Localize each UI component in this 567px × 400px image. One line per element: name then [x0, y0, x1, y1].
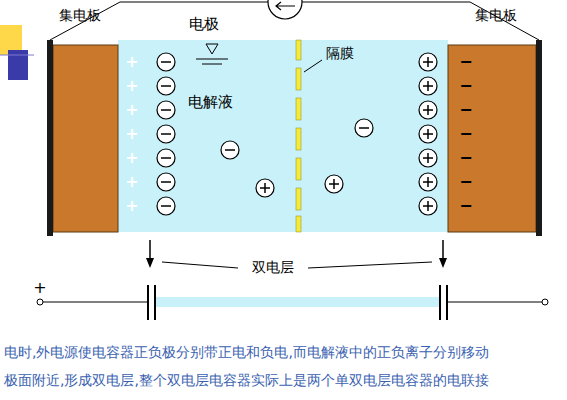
anion-symbol [157, 101, 175, 119]
power-source [268, 0, 302, 19]
charge-sign: − [459, 149, 472, 167]
charge-sign: − [459, 125, 472, 143]
source-arrow [276, 2, 295, 10]
cation-symbol [419, 149, 437, 167]
cation-symbol [419, 77, 437, 95]
anion-symbol [157, 53, 175, 71]
wire [50, 2, 268, 40]
plate-label: 集电板 [475, 8, 517, 23]
anion-symbol [157, 197, 175, 215]
charge-sign: + [125, 149, 138, 167]
level-line [202, 64, 222, 65]
charge-sign: + [125, 101, 138, 119]
charge-sign: − [459, 77, 472, 95]
charge-sign: + [125, 197, 138, 215]
cation-symbol [256, 179, 274, 197]
capacitor-plate [439, 285, 441, 320]
anion-symbol [157, 149, 175, 167]
charge-sign: + [125, 77, 138, 95]
cation-symbol [419, 125, 437, 143]
part-label: 隔膜 [326, 46, 354, 61]
charge-sign: − [459, 173, 472, 191]
leader-line [308, 262, 432, 268]
collector-plate [536, 40, 542, 236]
cation-symbol [419, 101, 437, 119]
electrolyte-band [156, 297, 439, 307]
wire [447, 302, 542, 303]
arrow-head [146, 258, 154, 268]
capacitor-plate [154, 285, 156, 320]
part-label: 双电层 [252, 260, 294, 275]
anion-symbol [157, 173, 175, 191]
arrow-head [439, 258, 447, 268]
charge-sign: + [125, 173, 138, 191]
caption-line: 电时,外电源使电容器正负极分别带正电和负电,而电解液中的正负离子分别移动 [4, 345, 489, 360]
anion-symbol [355, 119, 373, 137]
anion-symbol [157, 77, 175, 95]
anion-symbol [157, 125, 175, 143]
leader-line [162, 262, 238, 268]
plate-label: 集电板 [59, 8, 101, 23]
terminal [37, 299, 43, 305]
wire [302, 2, 539, 40]
charge-sign: − [459, 197, 472, 215]
wire [43, 302, 148, 303]
part-label: 电解液 [188, 94, 233, 111]
terminal [542, 299, 548, 305]
electrolyte [118, 40, 448, 232]
charge-sign: + [125, 53, 138, 71]
leader-line [304, 60, 322, 72]
charge-sign: + [125, 125, 138, 143]
level-line [196, 59, 228, 60]
left-electrode [53, 45, 118, 232]
terminal-sign: + [33, 279, 46, 297]
decor-line [0, 55, 34, 56]
cation-symbol [325, 175, 343, 193]
charge-sign: − [459, 101, 472, 119]
anion-symbol [221, 141, 239, 159]
cation-symbol [419, 197, 437, 215]
cation-symbol [419, 173, 437, 191]
right-electrode [448, 45, 536, 232]
capacitor-plate [147, 285, 149, 320]
collector-plate [47, 40, 53, 236]
level-marker [206, 44, 218, 54]
cation-symbol [419, 53, 437, 71]
separator [296, 40, 301, 232]
caption-line: 极面附近,形成双电层,整个双电层电容器实际上是两个单双电层电容器的电联接 [4, 373, 489, 388]
part-label: 电极 [189, 16, 219, 33]
charge-sign: − [459, 53, 472, 71]
